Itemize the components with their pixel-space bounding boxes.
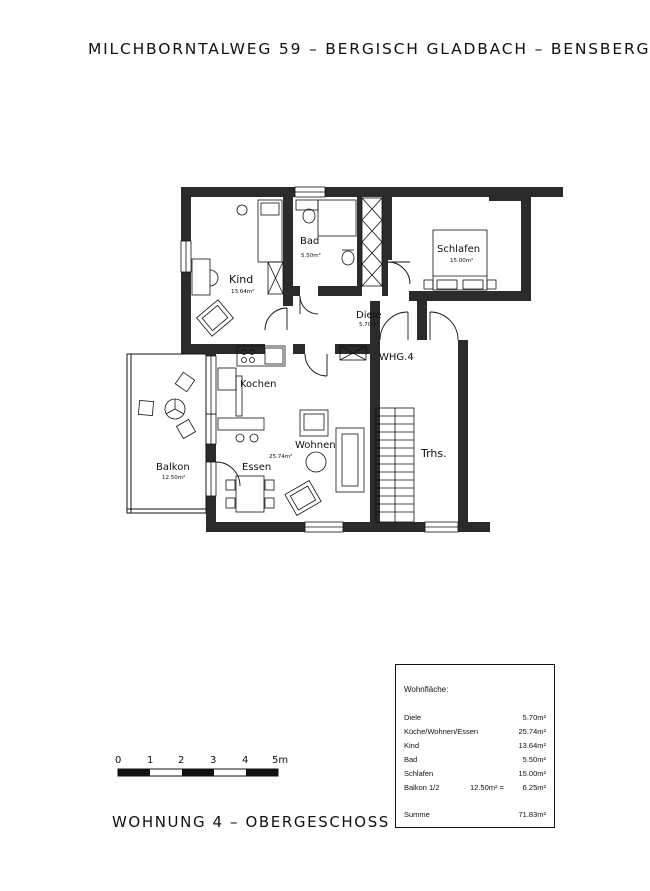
room-whg-name: WHG.4: [379, 352, 414, 363]
room-balkon-area: 12.50m²: [162, 474, 185, 481]
scale-label-0: 0: [115, 755, 122, 766]
room-wohnen-name: Wohnen: [295, 440, 336, 451]
area-row-value: 13.64m²: [518, 741, 546, 750]
area-row: Diele 5.70m²: [404, 713, 546, 725]
scale-label-2: 2: [178, 755, 185, 766]
furniture: [137, 197, 497, 523]
scale-bar: 0 1 2 3 4 5m: [112, 755, 312, 785]
scale-bar-graphic: [117, 768, 279, 777]
room-balkon-name: Balkon: [156, 462, 190, 473]
walls: [181, 187, 563, 532]
area-row: Balkon 1/2 12.50m² = 6.25m²: [404, 783, 546, 795]
room-essen-name: Essen: [242, 462, 271, 473]
windows: [180, 186, 459, 533]
room-schlafen-area: 15.00m²: [450, 257, 473, 264]
area-table: Wohnfläche: Diele 5.70m² Küche/Wohnen/Es…: [395, 664, 555, 828]
area-row-name: Schlafen: [404, 769, 434, 778]
area-table-heading: Wohnfläche:: [404, 685, 449, 694]
balcony: [126, 353, 207, 514]
room-bad-name: Bad: [300, 236, 319, 247]
area-row-value: 15.00m²: [518, 769, 546, 778]
area-row-value: 5.50m²: [522, 755, 546, 764]
area-row-name: Diele: [404, 713, 422, 722]
area-row-name: Balkon 1/2: [404, 783, 440, 792]
area-row-value: 5.70m²: [522, 713, 546, 722]
room-trhs-name: Trhs.: [420, 447, 447, 460]
area-row: Bad 5.50m²: [404, 755, 546, 767]
area-row-name: Kind: [404, 741, 420, 750]
area-row-name: Küche/Wohnen/Essen: [404, 727, 479, 736]
room-wohnen-area: 25.74m²: [269, 453, 292, 460]
room-kind-area: 13.64m²: [231, 288, 254, 295]
scale-label-5: 5m: [272, 755, 289, 766]
unit-title: WOHNUNG 4 – OBERGESCHOSS: [112, 813, 390, 831]
scale-label-1: 1: [147, 755, 154, 766]
room-kind-name: Kind: [229, 273, 253, 286]
floor-plan: Kind 13.64m² Bad 5.50m² Schlafen 15.00m²…: [126, 186, 563, 533]
area-row-value: 6.25m²: [522, 783, 546, 792]
room-bad-area: 5.50m²: [301, 252, 321, 259]
room-diele-area: 5.70m²: [359, 321, 379, 328]
room-kochen-name: Kochen: [240, 379, 277, 390]
area-row-value: 25.74m²: [518, 727, 546, 736]
area-row-calc: 12.50m² =: [470, 783, 504, 792]
scale-label-3: 3: [210, 755, 217, 766]
room-labels: Kind 13.64m² Bad 5.50m² Schlafen 15.00m²…: [156, 236, 480, 481]
room-diele-name: Diele: [356, 310, 382, 321]
area-row: Kind 13.64m²: [404, 741, 546, 753]
area-row: Schlafen 15.00m²: [404, 769, 546, 781]
area-row: Küche/Wohnen/Essen 25.74m²: [404, 727, 546, 739]
doors: [215, 261, 459, 487]
room-schlafen-name: Schlafen: [437, 244, 480, 255]
area-total-row: Summe 71.83m²: [404, 810, 546, 822]
floor-plan-page: MILCHBORNTALWEG 59 – BERGISCH GLADBACH –…: [88, 40, 650, 831]
scale-label-4: 4: [242, 755, 249, 766]
area-total-name: Summe: [404, 810, 430, 819]
address-title: MILCHBORNTALWEG 59 – BERGISCH GLADBACH –…: [88, 40, 650, 58]
area-total-value: 71.83m²: [518, 810, 546, 819]
area-row-name: Bad: [404, 755, 418, 764]
